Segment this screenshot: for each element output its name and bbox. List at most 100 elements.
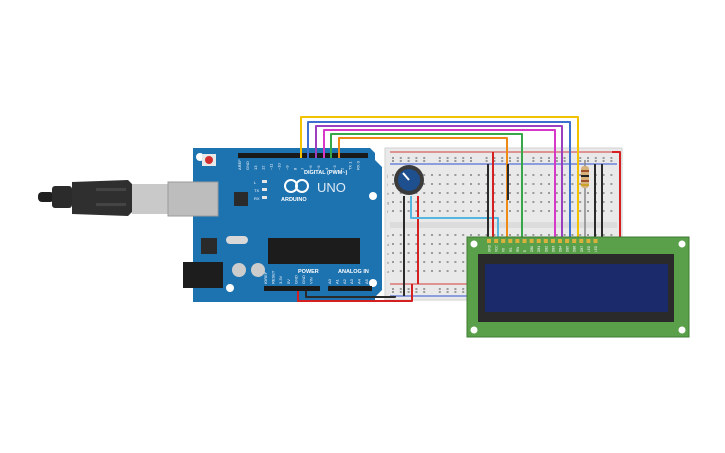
analog-pin-label: A1	[334, 278, 339, 284]
top-pin-label: ~10	[277, 162, 282, 170]
top-pin-label: 13	[253, 165, 258, 170]
top-pin-label: ~6	[308, 165, 313, 170]
mounting-hole	[470, 240, 478, 248]
power-jack	[183, 262, 223, 288]
row-letter: g	[387, 200, 389, 205]
power-pin-label: VIN	[309, 277, 314, 284]
lcd-pin[interactable]	[558, 239, 562, 243]
lcd-pin[interactable]	[572, 239, 577, 243]
lcd-pin-label: DB4	[559, 246, 563, 252]
row-letter: c	[387, 251, 389, 256]
mounting-hole	[470, 326, 478, 334]
top-pin-label: 7	[300, 167, 305, 170]
lcd-pin-label: GND	[488, 244, 492, 252]
analog-header	[328, 286, 372, 291]
top-pin-label: 12	[261, 165, 266, 170]
lcd-pin[interactable]	[494, 239, 499, 243]
lcd-pin-label: DB1	[537, 246, 541, 252]
top-pin-label: TX 1	[348, 161, 353, 170]
lcd-pin-label: DB7	[580, 246, 584, 252]
top-pin-label: 2	[340, 167, 345, 170]
led-label: L	[254, 180, 257, 185]
lcd-pin[interactable]	[508, 239, 513, 243]
status-led	[262, 180, 267, 183]
crystal	[226, 236, 248, 244]
mounting-hole	[369, 192, 377, 200]
status-led	[262, 188, 267, 191]
breadboard-center-channel	[390, 222, 617, 228]
top-pin-label: AREF	[237, 159, 242, 170]
lcd-pin-label: V0	[502, 248, 506, 252]
led-label: TX	[254, 188, 259, 193]
resistor[interactable]	[581, 160, 589, 240]
top-pin-label: 4	[324, 167, 329, 170]
lcd-pin[interactable]	[501, 239, 506, 243]
lcd-pin[interactable]	[579, 239, 584, 243]
lcd-pin[interactable]	[593, 239, 598, 243]
mounting-hole	[226, 284, 234, 292]
wire-magenta[interactable]	[323, 129, 556, 240]
lcd-pin[interactable]	[529, 239, 534, 243]
usb-port	[167, 181, 219, 217]
lcd-screen	[485, 264, 668, 312]
wire-red-5v[interactable]	[297, 284, 413, 302]
row-letter: b	[387, 260, 390, 265]
capacitor	[251, 263, 265, 277]
lcd-pin[interactable]	[565, 239, 570, 243]
top-pin-label: RX 0	[356, 160, 361, 170]
power-pin-label: GND	[301, 275, 306, 284]
analog-in-label: ANALOG IN	[338, 269, 369, 275]
voltage-regulator	[201, 238, 217, 254]
wire-black-gnd[interactable]	[305, 291, 396, 298]
model-label: UNO	[317, 180, 346, 195]
arduino-logo-icon	[284, 179, 309, 193]
lcd-pin[interactable]	[487, 239, 491, 243]
wire-lcd-v0[interactable]	[410, 196, 499, 240]
power-pin-label: 3.3V	[278, 275, 283, 284]
row-letter: h	[387, 191, 389, 196]
lcd-pin[interactable]	[586, 239, 591, 243]
lcd-pin-label: RS	[509, 248, 513, 252]
wire-green[interactable]	[330, 133, 523, 240]
lcd-pin-label: DB3	[551, 246, 555, 252]
row-letter: f	[387, 209, 389, 214]
top-pin-label: ~3	[332, 165, 337, 170]
lcd-pin[interactable]	[536, 239, 541, 243]
power-pin-label: 5V	[286, 279, 291, 284]
top-pin-label: ~5	[316, 165, 321, 170]
top-pin-label: GND	[245, 161, 250, 170]
lcd-pin[interactable]	[515, 239, 520, 243]
lcd-pin[interactable]	[522, 239, 527, 243]
status-led	[262, 196, 267, 199]
wire-yellow[interactable]	[300, 116, 579, 240]
reset-button-cap	[205, 156, 213, 164]
potentiometer[interactable]	[394, 165, 424, 195]
power-pin-label: IOREF	[263, 271, 268, 284]
lcd-pin-label: VCC	[495, 245, 499, 252]
row-letter: j	[386, 173, 388, 178]
capacitor	[232, 263, 246, 277]
power-label: POWER	[298, 269, 319, 275]
usb-chip	[234, 192, 248, 206]
analog-pin-label: A3	[349, 278, 354, 284]
row-letter: a	[387, 269, 390, 274]
lcd-pin-label: DB2	[544, 246, 548, 252]
row-letter: d	[387, 242, 389, 247]
top-pin-label: ~11	[269, 163, 274, 170]
row-letter: e	[387, 233, 390, 238]
lcd-pin[interactable]	[543, 239, 548, 243]
lcd-pin-label: LED	[594, 245, 598, 252]
power-pin-label: GND	[293, 275, 298, 284]
wire-purple[interactable]	[315, 125, 563, 240]
lcd-pin[interactable]	[550, 239, 555, 243]
wire-blue[interactable]	[307, 121, 571, 240]
lcd-pin-label: DB0	[530, 246, 534, 252]
analog-pin-label: A5	[364, 278, 369, 284]
analog-pin-label: A0	[327, 278, 332, 284]
